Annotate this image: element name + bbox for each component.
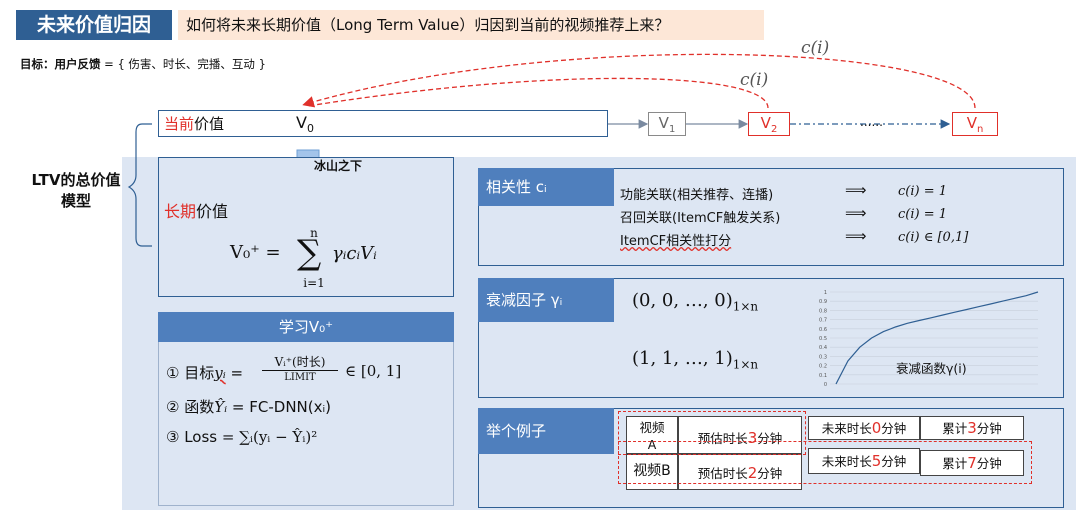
ltv-bracket: [127, 123, 152, 247]
relevance-row-1-value: c(i) = 1: [898, 184, 948, 199]
learn-frac-num: Vᵢ⁺(时长): [262, 353, 338, 371]
chart-y-tick-label: 0.6: [819, 327, 827, 333]
v1-box: V1: [648, 112, 686, 136]
arc-label-mid: c(i): [740, 70, 769, 90]
goal-line: 目标：用户反馈 = { 伤害、时长、完播、互动 }: [20, 56, 266, 72]
chart-y-tick-label: 0.9: [819, 299, 827, 305]
learn-frac-den: LIMIT: [284, 372, 316, 383]
current-value-box: [158, 110, 608, 137]
sum-bottom: i=1: [303, 276, 325, 290]
sum-sign: ∑: [297, 233, 322, 273]
relevance-row-1-text: 功能关联(相关推荐、连播): [620, 188, 774, 203]
example-cumulative-b: 累计7分钟: [920, 450, 1024, 476]
title-badge: 未来价值归因: [16, 10, 172, 40]
goal-label: 目标：用户反馈: [20, 57, 101, 71]
chart-y-tick-label: 0.8: [819, 308, 827, 314]
chart-series-line: [835, 291, 1039, 385]
v2-box: V2: [748, 112, 790, 136]
decay-chart: 0 0.1 0.2 0.3 0.4 0.5 0.6 0.7 0.8 0.9 1: [819, 290, 1039, 388]
chart-y-tick-label: 0.4: [819, 345, 827, 351]
iceberg-label: 冰山之下: [314, 159, 363, 173]
chart-y-tick-label: 0.2: [819, 364, 827, 370]
example-header: 举个例子: [478, 408, 614, 454]
example-future-a: 未来时长0分钟: [808, 416, 920, 440]
longterm-value-box: [158, 157, 454, 297]
example-estimate-a: 预估时长3分钟: [678, 416, 802, 454]
example-future-b: 未来时长5分钟: [808, 448, 920, 474]
sum-term: γᵢcᵢVᵢ: [332, 243, 377, 264]
relevance-row-3-text: ItemCF相关性打分: [620, 234, 732, 249]
chart-y-tick-label: 0.1: [819, 373, 827, 379]
relevance-row-2-text: 召回关联(ItemCF触发关系): [620, 211, 781, 226]
chart-y-tick-label: 0.3: [819, 354, 827, 360]
chart-y-tick-label: 0.7: [819, 318, 827, 324]
ltv-model-label: LTV的总价值模型: [31, 171, 121, 210]
relevance-row-3-value: c(i) ∈ [0,1]: [898, 230, 969, 245]
chart-y-tick-label: 1: [824, 290, 827, 296]
arc-top: [302, 53, 976, 109]
decay-vector-one: (1, 1, …, 1)1×n: [632, 348, 759, 372]
learn-row-target: ① 目标yᵢ =: [166, 364, 244, 382]
v0-label: V0: [296, 113, 314, 136]
goal-value: = { 伤害、时长、完播、互动 }: [104, 57, 266, 71]
longterm-value-label: 长期价值: [164, 202, 229, 221]
title-question: 如何将未来长期价值（Long Term Value）归因到当前的视频推荐上来？: [178, 10, 764, 40]
relevance-header: 相关性 cᵢ: [478, 168, 614, 206]
vn-box: Vn: [952, 112, 998, 136]
example-video-b: 视频B: [626, 454, 678, 490]
chain-dots: ......: [860, 115, 883, 129]
arc-label-top: c(i): [801, 38, 830, 58]
relevance-row-2-value: c(i) = 1: [898, 207, 948, 222]
learn-header: 学习V₀⁺: [158, 312, 454, 342]
relevance-row-1-arrow: ⟹: [845, 181, 867, 199]
arc-mid: [307, 77, 769, 109]
relevance-row-3-arrow: ⟹: [845, 227, 867, 245]
relevance-row-2-arrow: ⟹: [845, 204, 867, 222]
formula-lhs: V₀⁺ =: [230, 242, 281, 263]
learn-row-function: ② 函数Ŷᵢ = FC-DNN(xᵢ): [166, 398, 332, 416]
sum-top: n: [310, 226, 318, 240]
chart-y-tick-label: 0.5: [819, 336, 827, 342]
learn-range: ∈ [0, 1]: [345, 362, 402, 380]
highlight-row-b: [618, 441, 1032, 484]
learn-panel: [158, 312, 454, 506]
highlight-row-a: [618, 411, 806, 455]
decay-chart-label: 衰减函数γ(i): [896, 361, 967, 376]
current-value-label: 当前价值: [164, 115, 225, 133]
decay-header: 衰减因子 γᵢ: [478, 278, 614, 322]
decay-vector-zero: (0, 0, …, 0)1×n: [632, 290, 759, 314]
chart-y-tick-label: 0: [824, 382, 827, 388]
learn-row-loss: ③ Loss = ∑ᵢ(yᵢ − Ŷᵢ)²: [166, 428, 318, 446]
example-cumulative-a: 累计3分钟: [920, 416, 1024, 440]
